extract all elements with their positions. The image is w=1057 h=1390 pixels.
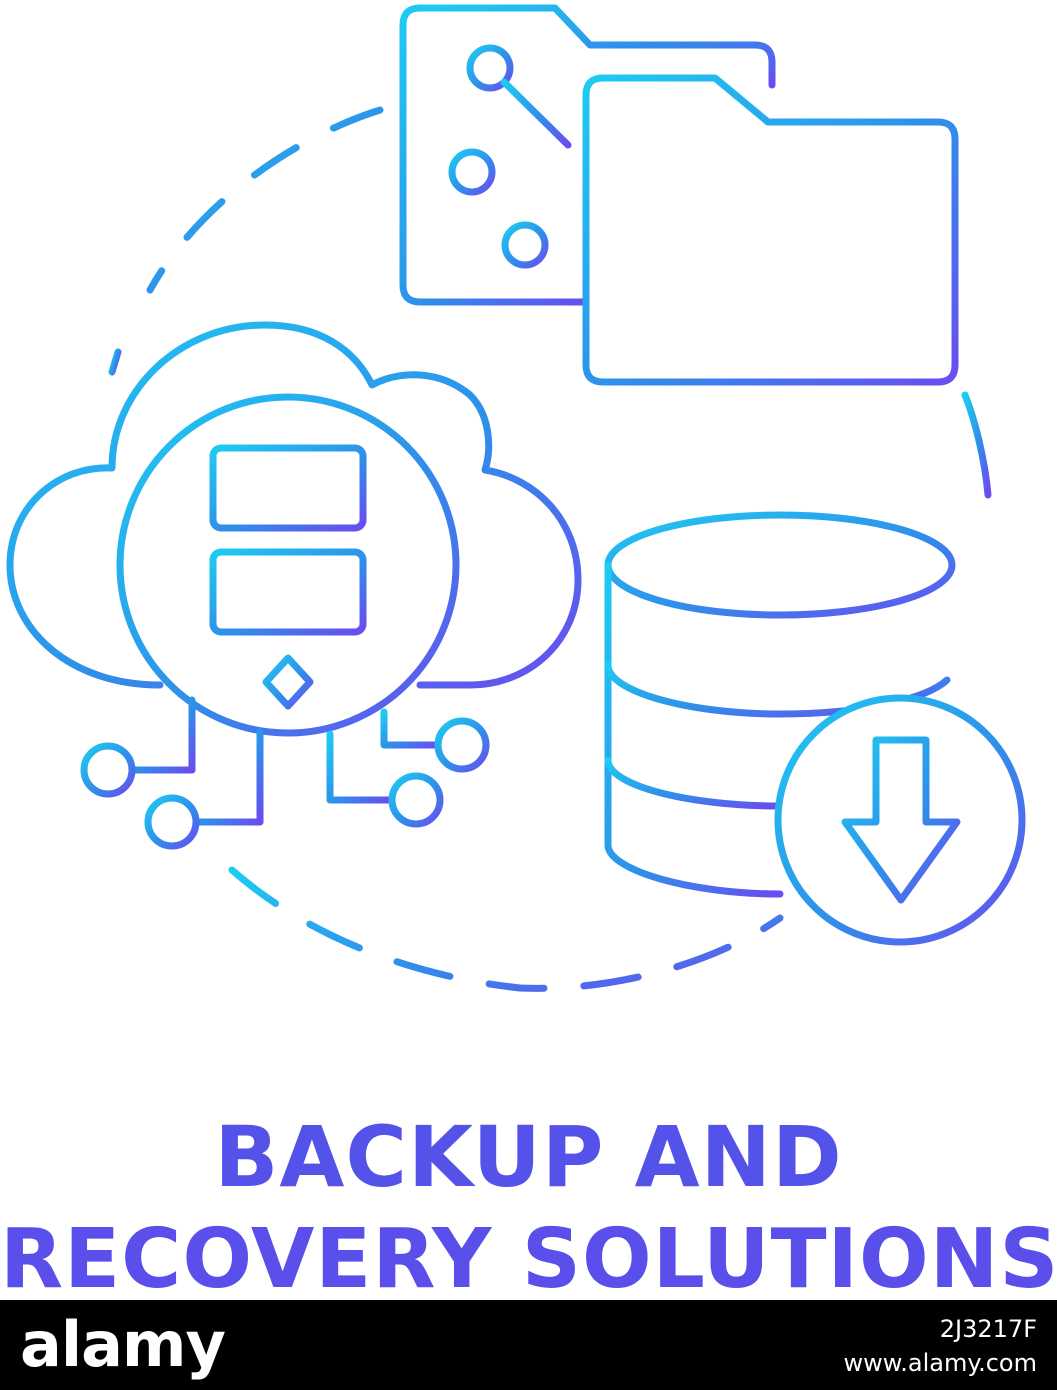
alamy-logo: alamy	[20, 1308, 226, 1381]
illustration	[6, 4, 1026, 992]
download-arrow-icon	[774, 694, 1026, 946]
cloud-server-icon	[6, 321, 582, 850]
site-url: www.alamy.com	[843, 1349, 1037, 1377]
image-id: 2J3217F	[939, 1315, 1037, 1343]
folders-with-branch-icon	[399, 4, 959, 386]
dashed-cycle-ring	[108, 106, 994, 992]
caption-line-2: RECOVERY SOLUTIONS	[0, 1212, 1057, 1307]
caption-line-1: BACKUP AND	[214, 1108, 843, 1206]
watermark-footer: alamy 2J3217F www.alamy.com	[0, 1300, 1057, 1390]
image-id-block: 2J3217F www.alamy.com	[844, 1312, 1037, 1380]
